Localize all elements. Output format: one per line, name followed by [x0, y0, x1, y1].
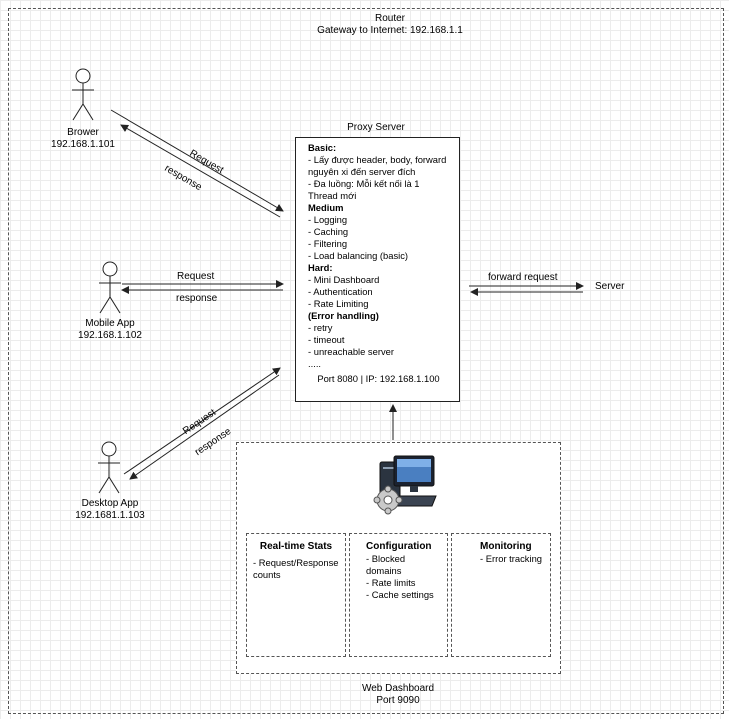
panel-title: Monitoring: [480, 541, 532, 552]
dashboard-port: Port 9090: [376, 695, 420, 706]
mobile-label: Mobile App 192.168.1.102: [55, 318, 165, 342]
desktop-response-arrow: [129, 374, 280, 480]
mobile-request-label: Request: [177, 271, 215, 282]
proxy-item: - Load balancing (basic): [308, 250, 409, 261]
desktop-ip: 192.1681.1.103: [75, 510, 145, 521]
panel-item: - Request/Response counts: [253, 557, 342, 580]
proxy-item: - Mini Dashboard: [308, 274, 380, 285]
proxy-item: - unreachable server: [308, 346, 394, 357]
proxy-server-box: Basic: - Lấy được header, body, forward …: [295, 137, 460, 402]
panel-item: - Cache settings: [366, 589, 434, 600]
configuration-panel: Configuration - Blocked domains - Rate l…: [349, 533, 448, 657]
dashboard-label: Web Dashboard Port 9090: [318, 683, 478, 707]
browser-name: Brower: [67, 127, 99, 138]
panel-title: Configuration: [366, 541, 432, 552]
proxy-section-heading: Medium: [308, 202, 344, 213]
browser-actor-icon: [70, 68, 96, 124]
router-gateway: Gateway to Internet: 192.168.1.1: [317, 25, 463, 36]
proxy-item: - retry: [308, 322, 333, 333]
router-boundary: [8, 8, 724, 714]
mobile-name: Mobile App: [85, 318, 135, 329]
browser-label: Brower 192.168.1.101: [33, 127, 133, 151]
proxy-section-heading: Hard:: [308, 262, 333, 273]
panel-item: - Error tracking: [480, 553, 542, 564]
proxy-item: - Caching: [308, 226, 349, 237]
router-title: Router: [374, 13, 405, 24]
panel-item: - Rate limits: [366, 577, 416, 588]
browser-request-arrow: [110, 109, 284, 212]
monitoring-panel: Monitoring - Error tracking: [451, 533, 551, 657]
proxy-title: Proxy Server: [347, 122, 405, 133]
dashboard-title: Web Dashboard: [361, 683, 435, 694]
proxy-item: - Filtering: [308, 238, 348, 249]
desktop-name: Desktop App: [81, 498, 139, 509]
proxy-item: - Authentication: [308, 286, 373, 297]
proxy-item: - Đa luồng: Mỗi kết nối là 1 Thread mới: [308, 178, 422, 201]
proxy-item: - Logging: [308, 214, 348, 225]
mobile-ip: 192.168.1.102: [78, 330, 142, 341]
browser-response-arrow: [120, 124, 281, 218]
proxy-item: - timeout: [308, 334, 345, 345]
desktop-label: Desktop App 192.1681.1.103: [54, 498, 166, 522]
server-label: Server: [595, 281, 625, 292]
router-label: Router Gateway to Internet: 192.168.1.1: [180, 13, 600, 37]
proxy-item: - Lấy được header, body, forward nguyên …: [308, 154, 449, 177]
desktop-request-arrow: [123, 367, 281, 475]
computer-icon: [372, 452, 440, 523]
proxy-footer: Port 8080 | IP: 192.168.1.100: [317, 373, 440, 384]
mobile-response-label: response: [176, 293, 218, 304]
realtime-stats-panel: Real-time Stats - Request/Response count…: [246, 533, 346, 657]
desktop-actor-icon: [96, 441, 122, 497]
proxy-item: .....: [308, 358, 322, 369]
proxy-section-heading: (Error handling): [308, 310, 379, 321]
proxy-item: - Rate Limiting: [308, 298, 369, 309]
panel-item: - Blocked domains: [366, 553, 408, 576]
mobile-actor-icon: [97, 261, 123, 317]
panel-title: Real-time Stats: [259, 541, 333, 552]
proxy-section-heading: Basic:: [308, 142, 337, 153]
browser-ip: 192.168.1.101: [51, 139, 115, 150]
forward-request-label: forward request: [488, 272, 558, 283]
